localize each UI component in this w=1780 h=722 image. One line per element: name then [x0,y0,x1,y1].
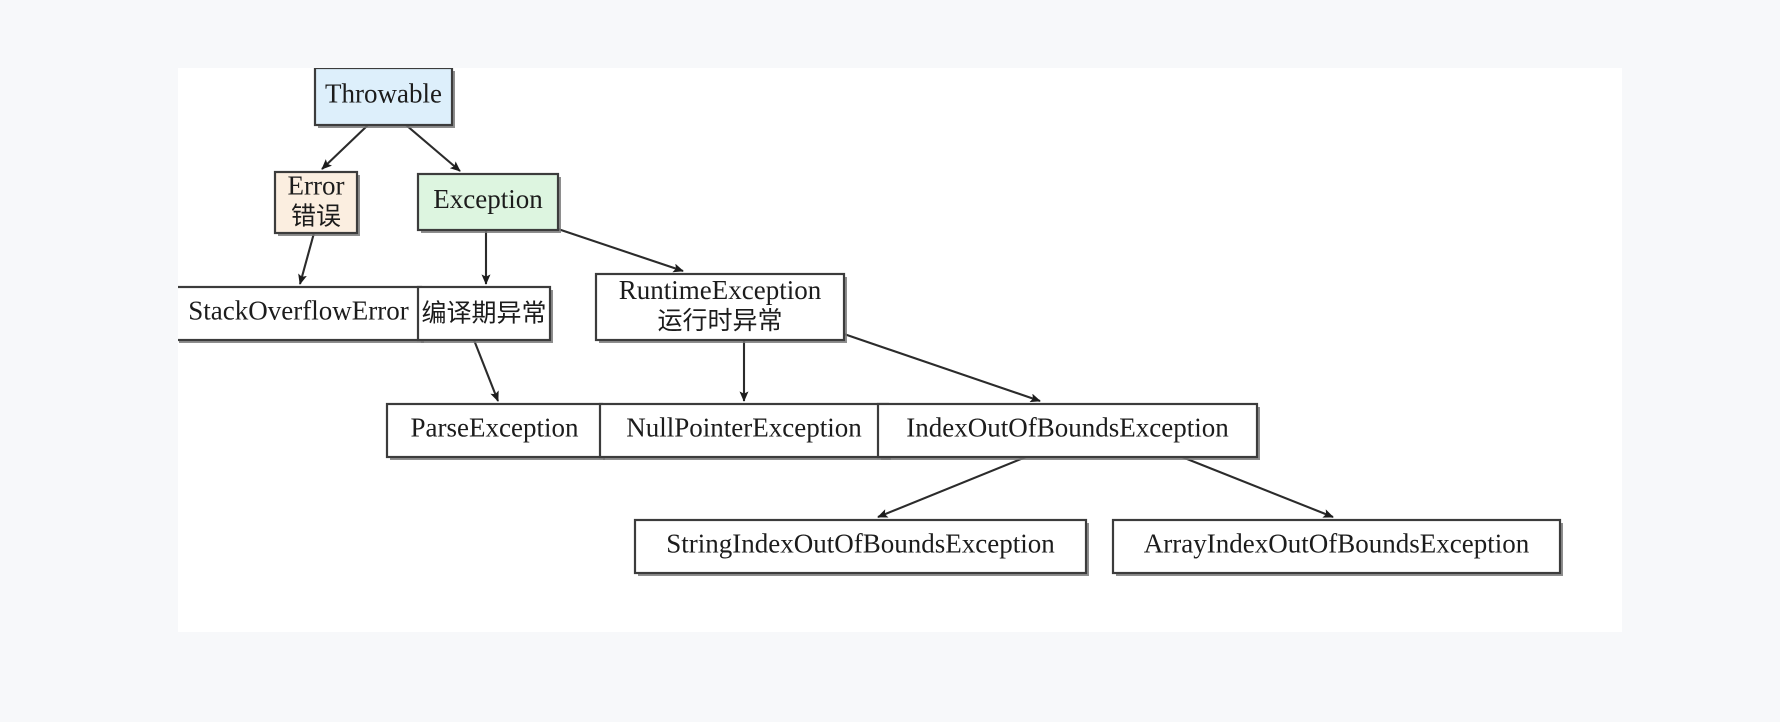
node-box [416,172,560,232]
node-indexoutofboundsexception[interactable]: IndexOutOfBoundsException [876,402,1260,460]
node-nullpointerexception[interactable]: NullPointerException [598,402,891,460]
node-label: StringIndexOutOfBoundsException [666,529,1055,559]
node-throwable[interactable]: Throwable [313,68,455,128]
node-arrayindexoutofboundsexception[interactable]: ArrayIndexOutOfBoundsException [1111,518,1563,576]
edge-indexoutofbounds-stringindex [877,456,1027,518]
edge-exception-runtime [557,228,684,273]
node-box [313,68,454,127]
node-exception[interactable]: Exception [416,172,561,233]
node-box [598,402,890,459]
node-label: Exception [433,184,543,214]
edges-layer [298,124,1334,518]
node-compile-time-exception[interactable]: 编译期异常 [416,285,553,343]
node-label: ArrayIndexOutOfBoundsException [1144,529,1530,559]
node-box [594,272,846,342]
edge-error-stackoverflowerror [298,232,316,285]
node-label: 错误 [291,202,341,231]
node-label: ParseException [411,413,579,443]
edge-indexoutofbounds-arrayindex [1181,456,1334,518]
node-parseexception[interactable]: ParseException [385,402,605,460]
node-box [385,402,604,459]
node-box [1111,518,1562,575]
node-box [876,402,1259,459]
node-label: Error [288,171,345,201]
node-label: StackOverflowError [188,296,408,326]
node-label: IndexOutOfBoundsException [906,413,1229,443]
edge-throwable-error [321,124,369,170]
node-label: Throwable [325,79,442,109]
node-label: RuntimeException [619,275,822,305]
node-label: NullPointerException [626,413,862,443]
edge-throwable-exception [405,124,461,172]
edge-runtime-indexoutofbounds [843,333,1041,403]
node-stackoverflowerror[interactable]: StackOverflowError [178,285,424,343]
node-box [416,285,552,342]
edge-compile-parse [473,339,499,402]
node-box [273,170,359,235]
node-stringindexoutofboundsexception[interactable]: StringIndexOutOfBoundsException [633,518,1089,576]
node-label: 编译期异常 [421,299,546,328]
node-label: 运行时异常 [657,306,782,335]
node-box [633,518,1088,575]
